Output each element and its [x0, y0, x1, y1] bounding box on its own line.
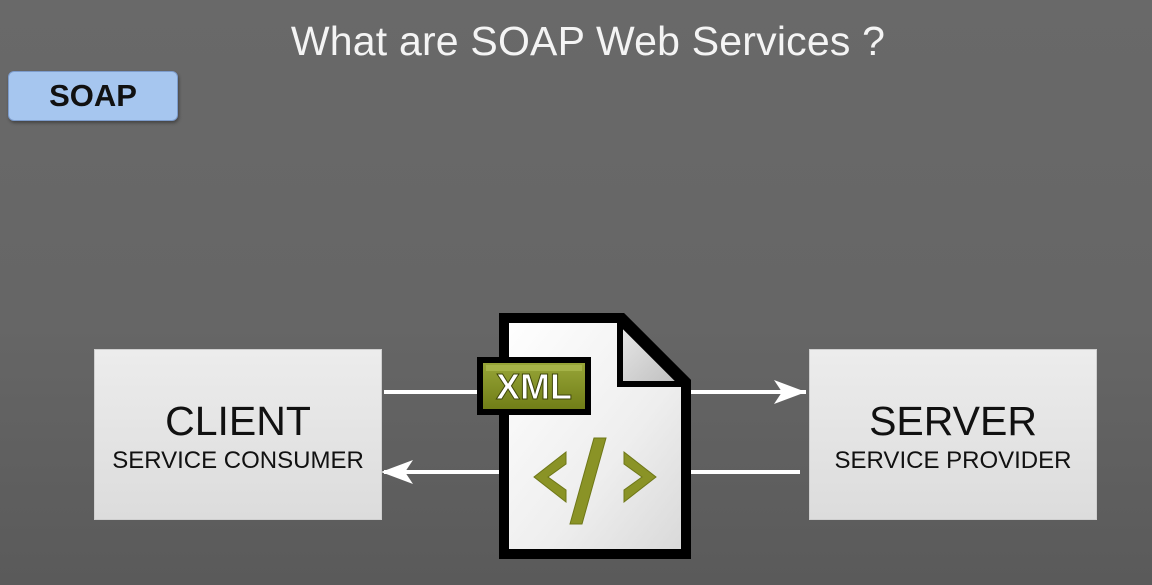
server-subtitle: SERVICE PROVIDER — [834, 447, 1072, 474]
slide-title: What are SOAP Web Services ? — [290, 18, 886, 64]
request-arrowhead — [774, 380, 806, 404]
soap-badge: SOAP — [8, 71, 178, 121]
xml-page — [499, 313, 691, 559]
client-title: CLIENT — [165, 398, 311, 444]
xml-tag-label: XML — [496, 366, 572, 407]
xml-file-icon: XML — [477, 313, 691, 559]
response-arrowhead — [381, 460, 413, 484]
client-box: CLIENT SERVICE CONSUMER — [94, 349, 382, 520]
server-box: SERVER SERVICE PROVIDER — [809, 349, 1097, 520]
code-glyph-icon — [533, 437, 657, 525]
client-subtitle: SERVICE CONSUMER — [112, 447, 364, 474]
response-arrow — [381, 460, 800, 484]
server-title: SERVER — [869, 398, 1037, 444]
page-fold — [617, 314, 690, 387]
